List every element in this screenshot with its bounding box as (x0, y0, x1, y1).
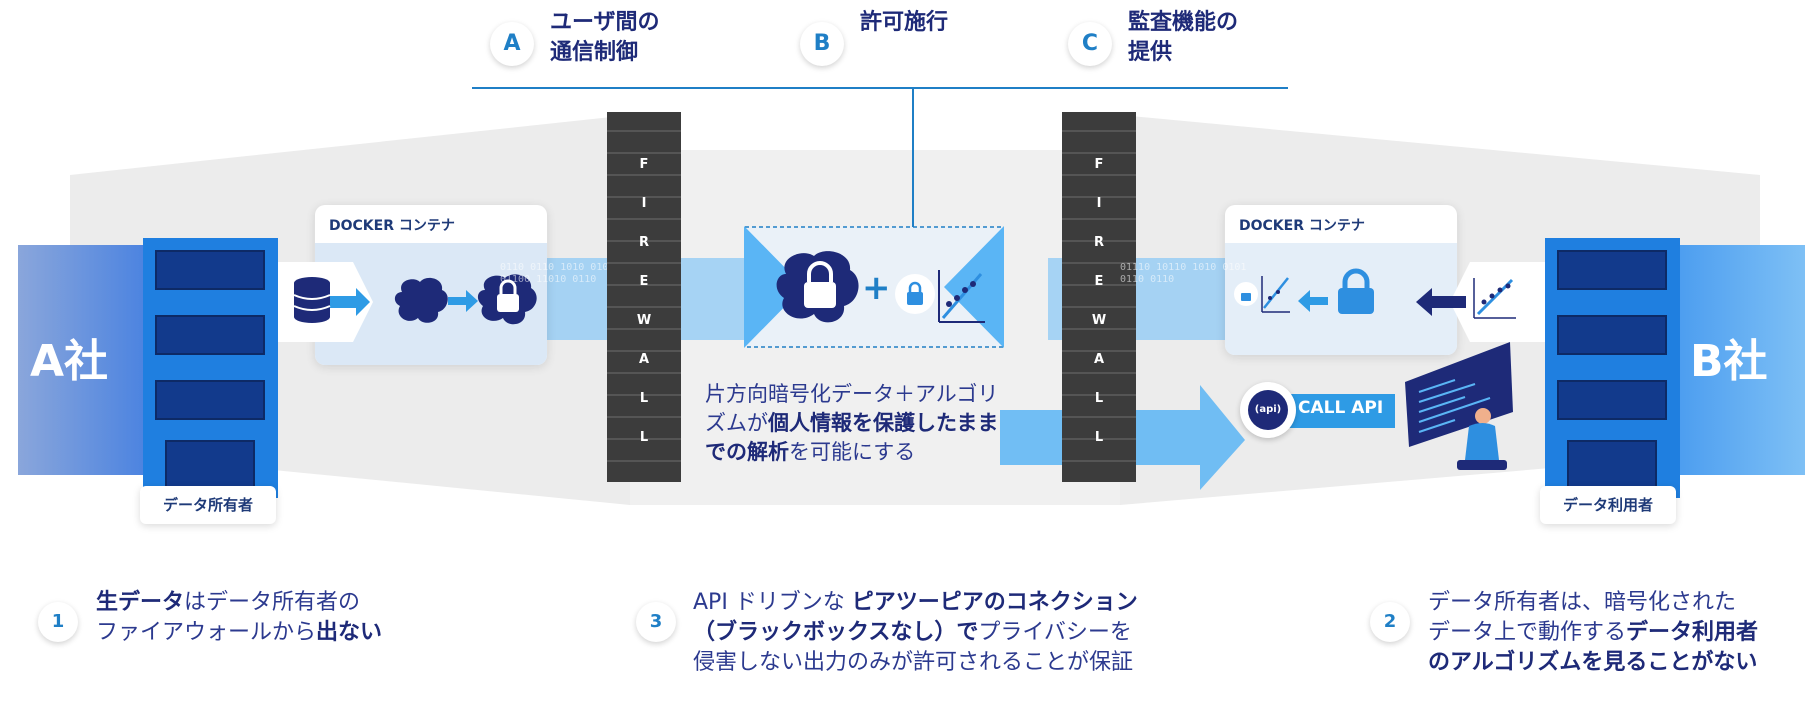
firewall-letter: R (638, 235, 649, 250)
label-c-circle: C (1068, 22, 1112, 66)
encrypted-lock-icon (477, 274, 537, 325)
center-note-line1: 片方向暗号化データ＋アルゴリ (705, 382, 999, 406)
bottom-text-1: 生データはデータ所有者の ファイアウォールから出ない (96, 588, 382, 648)
bottom-3-l2: プライバシーを (978, 620, 1132, 645)
company-a-facade (18, 245, 143, 475)
developer-monitor-icon (1405, 342, 1513, 470)
encrypted-algorithm-icon (1234, 276, 1290, 313)
center-note-line3b: を可能にする (789, 440, 916, 464)
secure-compute-zone (744, 226, 1004, 348)
flow-arrow-right (1416, 262, 1545, 342)
docker-right-title: DOCKER コンテナ (1239, 218, 1365, 234)
company-b-facade (1680, 245, 1805, 475)
firewall-letter: W (636, 313, 652, 328)
algorithm-chart-icon (1473, 278, 1516, 319)
firewall-letter: A (1093, 352, 1105, 367)
arrow-left-icon (1298, 290, 1328, 312)
center-note: 片方向暗号化データ＋アルゴリ ズムが個人情報を保護したまま での解析を可能にする (705, 380, 1065, 467)
bottom-3-l1-bold: ピアツーピアのコネクション (851, 590, 1138, 615)
call-api-label: CALL API (1298, 398, 1384, 418)
docker-left-title: DOCKER コンテナ (329, 218, 455, 234)
bottom-1-l1: はデータ所有者の (184, 590, 361, 615)
firewall-letter: L (1094, 430, 1104, 445)
center-note-line2a: ズムが (705, 411, 768, 435)
firewall-letter: R (1093, 235, 1104, 250)
binary-stream-left: 0110 0110 1010 0101 01100 11010 0110 (500, 262, 615, 285)
company-a-caption: データ所有者 (140, 486, 276, 524)
bottom-3-l1: API ドリブンな (693, 590, 852, 615)
bottom-2-l2: データ上で動作する (1428, 620, 1627, 645)
label-a-line2: 通信制御 (550, 40, 639, 65)
label-c-text: 監査機能の 提供 (1128, 8, 1238, 68)
bottom-2-l1: データ所有者は、暗号化された (1428, 590, 1737, 615)
company-a-building (143, 238, 278, 498)
bottom-2-l2-bold: データ利用者 (1626, 620, 1759, 645)
bottom-2-l3-bold: のアルゴリズムを見ることがない (1428, 650, 1758, 675)
bottom-1-l2: ファイアウォールから (96, 620, 317, 645)
label-b-circle: B (800, 22, 844, 66)
algorithm-lock-icon (895, 270, 985, 323)
firewall-letter: I (641, 196, 647, 211)
company-b-caption: データ利用者 (1540, 486, 1676, 524)
bottom-3-l3: 侵害しない出力のみが許可されることが保証 (693, 650, 1134, 675)
api-badge-text: (api) (1248, 390, 1288, 430)
firewall-letter: L (639, 430, 649, 445)
bottom-num-1: 1 (38, 602, 78, 642)
label-c-line2: 提供 (1128, 40, 1173, 65)
company-a-name: A社 (30, 336, 109, 387)
binary-stream-right: 01110 10110 1010 0101 0110 0110 (1120, 262, 1247, 285)
bottom-text-3: API ドリブンな ピアツーピアのコネクション （ブラックボックスなし）でプライ… (693, 588, 1138, 678)
label-b-text: 許可施行 (860, 8, 948, 38)
arrow-right-icon (448, 290, 478, 312)
scrambled-data-icon (394, 277, 448, 323)
bottom-1-l1-bold: 生データ (96, 590, 185, 615)
firewall-right: F I R E W A L L (1062, 112, 1136, 482)
company-b-building (1545, 238, 1680, 498)
central-lock-icon (776, 251, 859, 323)
firewall-letter: L (1094, 391, 1104, 406)
lock-icon (1338, 268, 1374, 314)
firewall-letter: L (639, 391, 649, 406)
api-gear-icon: (api) (1240, 382, 1296, 438)
center-note-line3a: での解析 (705, 440, 789, 464)
bottom-text-2: データ所有者は、暗号化された データ上で動作するデータ利用者 のアルゴリズムを見… (1428, 588, 1758, 678)
firewall-letter: E (639, 274, 649, 289)
firewall-letter: I (1096, 196, 1102, 211)
center-note-line2b: 個人情報を保護したまま (768, 411, 999, 435)
label-a-circle: A (490, 22, 534, 66)
bottom-3-l2-bold: （ブラックボックスなし）で (693, 620, 979, 645)
firewall-letter: W (1091, 313, 1107, 328)
plus-sign: + (862, 268, 891, 308)
firewall-letter: F (639, 157, 649, 172)
bottom-1-l2-bold: 出ない (316, 620, 383, 645)
firewall-left: F I R E W A L L (607, 112, 681, 482)
database-icon (293, 277, 331, 323)
firewall-letter: F (1094, 157, 1104, 172)
label-a-line1: ユーザ間の (550, 10, 660, 35)
label-c-line1: 監査機能の (1128, 10, 1239, 35)
firewall-letter: E (1094, 274, 1104, 289)
bottom-num-2: 2 (1370, 602, 1410, 642)
firewall-letter: A (638, 352, 650, 367)
company-b-name: B社 (1690, 336, 1768, 387)
bottom-num-3: 3 (636, 602, 676, 642)
docker-container-right: DOCKER コンテナ (1225, 205, 1457, 355)
label-a-text: ユーザ間の 通信制御 (550, 8, 660, 68)
label-b-line1: 許可施行 (860, 10, 949, 35)
